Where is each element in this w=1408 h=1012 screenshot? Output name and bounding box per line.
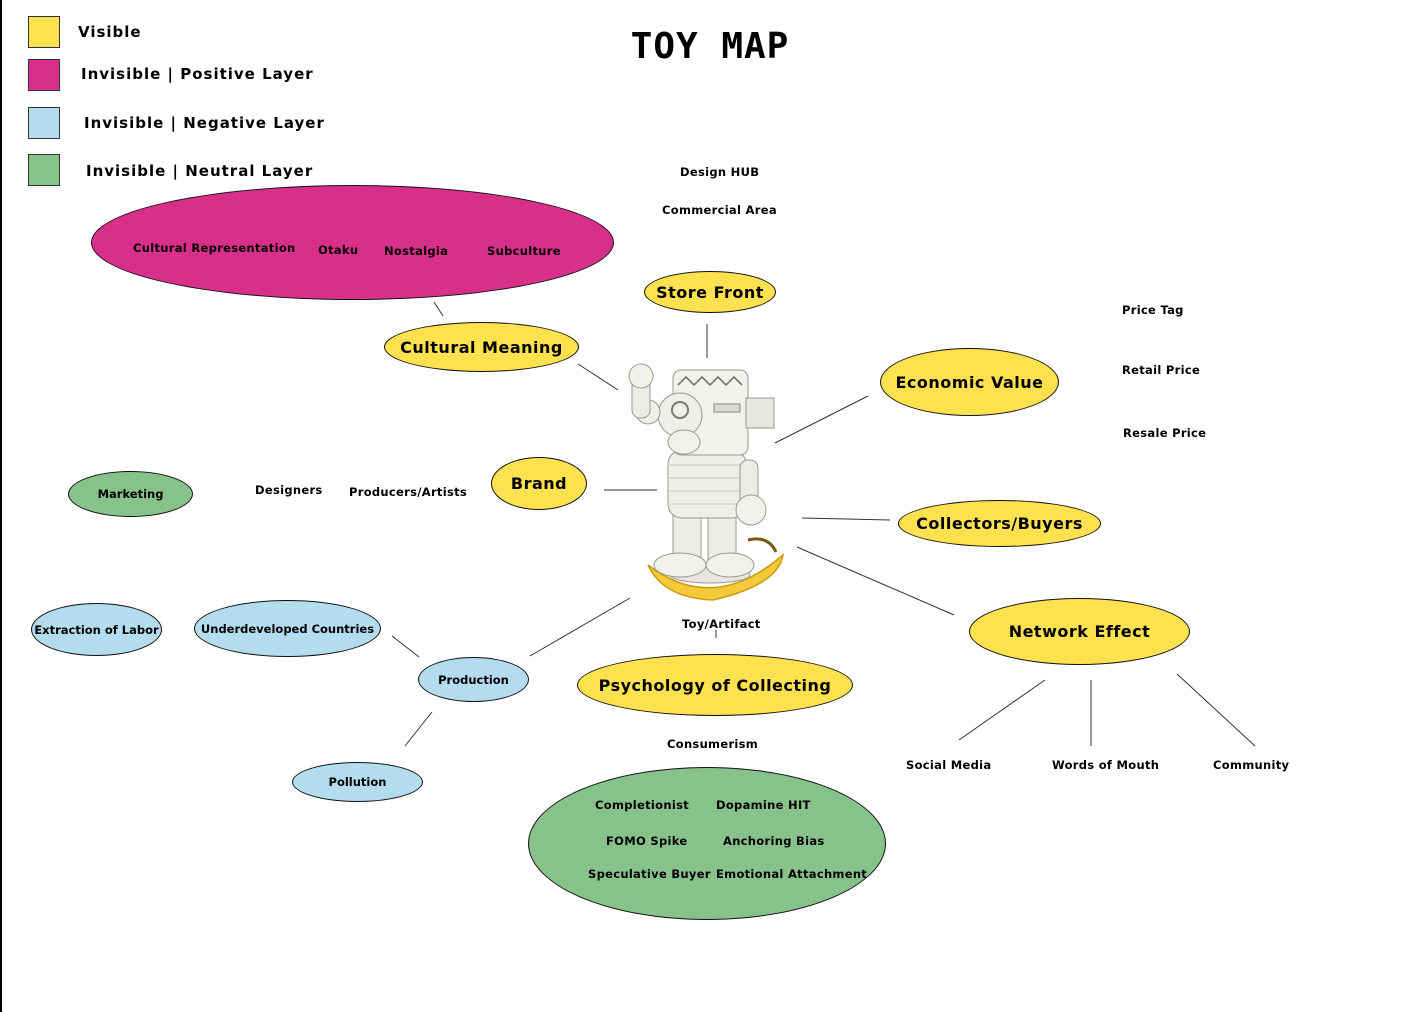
- consumerism-label: Consumerism: [667, 737, 759, 751]
- underdeveloped-countries-node: Underdeveloped Countries: [194, 600, 381, 657]
- extraction-of-labor-node: Extraction of Labor: [31, 603, 162, 656]
- producers-artists-label: Producers/Artists: [349, 485, 468, 499]
- resale-price-label: Resale Price: [1123, 426, 1207, 440]
- designers-label: Designers: [255, 483, 323, 497]
- line-cultural-meaning: [577, 363, 619, 391]
- legend-label-negative: Invisible | Negative Layer: [84, 114, 325, 132]
- anchoring-bias-label: Anchoring Bias: [723, 834, 825, 848]
- otaku-label: Otaku: [318, 243, 359, 257]
- legend-swatch-positive: [28, 59, 60, 91]
- economic-value-node: Economic Value: [880, 348, 1059, 416]
- page-title: TOY MAP: [630, 26, 790, 67]
- completionist-label: Completionist: [595, 798, 690, 812]
- line-social-media: [958, 679, 1046, 741]
- line-pollution: [404, 711, 433, 747]
- psychology-traits-ellipse: [528, 767, 886, 920]
- legend-label-positive: Invisible | Positive Layer: [81, 65, 314, 83]
- production-node: Production: [418, 657, 529, 702]
- line-cultural-group: [433, 301, 444, 317]
- fomo-spike-label: FOMO Spike: [606, 834, 688, 848]
- legend-label-neutral: Invisible | Neutral Layer: [86, 162, 314, 180]
- marketing-node: Marketing: [68, 471, 193, 517]
- brand-node: Brand: [491, 457, 587, 510]
- network-effect-node: Network Effect: [969, 598, 1190, 665]
- retail-price-label: Retail Price: [1122, 363, 1201, 377]
- dopamine-hit-label: Dopamine HIT: [716, 798, 811, 812]
- pollution-node: Pollution: [292, 762, 423, 802]
- community-label: Community: [1213, 758, 1290, 772]
- words-of-mouth-label: Words of Mouth: [1052, 758, 1160, 772]
- left-border: [0, 0, 2, 1012]
- toy-artifact-label: Toy/Artifact: [682, 617, 761, 631]
- legend-swatch-neutral: [28, 154, 60, 186]
- line-collectors: [801, 517, 891, 521]
- line-production: [529, 597, 631, 657]
- line-underdeveloped: [391, 635, 420, 658]
- legend-label-visible: Visible: [78, 23, 142, 41]
- cultural-meaning-node: Cultural Meaning: [384, 322, 579, 372]
- collectors-buyers-node: Collectors/Buyers: [898, 500, 1101, 547]
- toy-figure-illustration: [628, 363, 785, 601]
- cultural-group-ellipse: [91, 185, 614, 300]
- price-tag-label: Price Tag: [1122, 303, 1184, 317]
- emotional-attachment-label: Emotional Attachment: [716, 867, 868, 881]
- commercial-area-label: Commercial Area: [662, 203, 777, 217]
- line-network: [796, 546, 955, 616]
- cultural-representation-label: Cultural Representation: [133, 241, 296, 255]
- design-hub-label: Design HUB: [680, 165, 760, 179]
- line-economic-value: [774, 395, 869, 444]
- legend-swatch-negative: [28, 107, 60, 139]
- social-media-label: Social Media: [906, 758, 992, 772]
- psychology-of-collecting-node: Psychology of Collecting: [577, 654, 853, 716]
- nostalgia-label: Nostalgia: [384, 244, 449, 258]
- line-community: [1176, 673, 1256, 747]
- speculative-buyer-label: Speculative Buyer: [588, 867, 711, 881]
- subculture-label: Subculture: [487, 244, 561, 258]
- store-front-node: Store Front: [644, 271, 776, 313]
- legend-swatch-visible: [28, 16, 60, 48]
